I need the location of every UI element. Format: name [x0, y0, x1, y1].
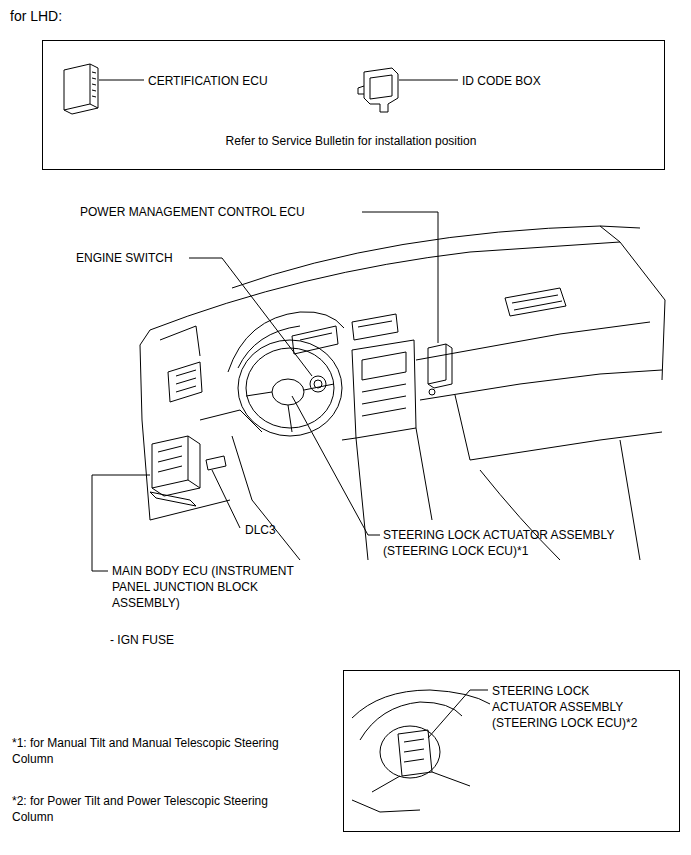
leader-line [99, 80, 144, 81]
part-label: POWER MANAGEMENT CONTROL ECU [80, 204, 305, 220]
part-label: ENGINE SWITCH [76, 250, 173, 266]
leader-line [292, 396, 380, 535]
part-label: STEERING LOCK ACTUATOR ASSEMBLY (STEERIN… [492, 683, 642, 731]
switch-icon [310, 376, 326, 392]
callout-box: STEERING LOCK ACTUATOR ASSEMBLY (STEERIN… [343, 670, 680, 832]
callout-box: CERTIFICATION ECU ID CODE BOX Refer to Ser… [42, 40, 665, 170]
switch-icon [314, 380, 322, 388]
leader-line [362, 212, 438, 343]
footnote-text: *1: for Manual Tilt and Manual Telescopi… [12, 735, 312, 767]
part-label: Refer to Service Bulletin for installati… [43, 133, 659, 149]
connector-icon [206, 456, 226, 470]
dashboard-drawing [140, 226, 665, 560]
leader-line [399, 80, 458, 81]
junction-block-icon [150, 436, 200, 506]
steering-column-drawing [352, 690, 490, 812]
leader-line [428, 690, 488, 738]
part-label: CERTIFICATION ECU [148, 73, 268, 89]
ecu-icon [428, 344, 452, 395]
leader-line [189, 258, 312, 376]
part-label: - IGN FUSE [110, 632, 174, 648]
leader-line [92, 475, 150, 571]
part-label: STEERING LOCK ACTUATOR ASSEMBLY (STEERIN… [383, 527, 653, 559]
part-label: DLC3 [245, 522, 276, 538]
ecu-icon [64, 64, 98, 114]
footnote-text: *2: for Power Tilt and Power Telescopic … [12, 793, 312, 825]
id-box-icon [358, 68, 398, 112]
leader-line [212, 470, 240, 528]
part-label: for LHD: [10, 8, 62, 24]
part-label: ID CODE BOX [462, 73, 541, 89]
part-label: MAIN BODY ECU (INSTRUMENT PANEL JUNCTION… [112, 563, 327, 611]
